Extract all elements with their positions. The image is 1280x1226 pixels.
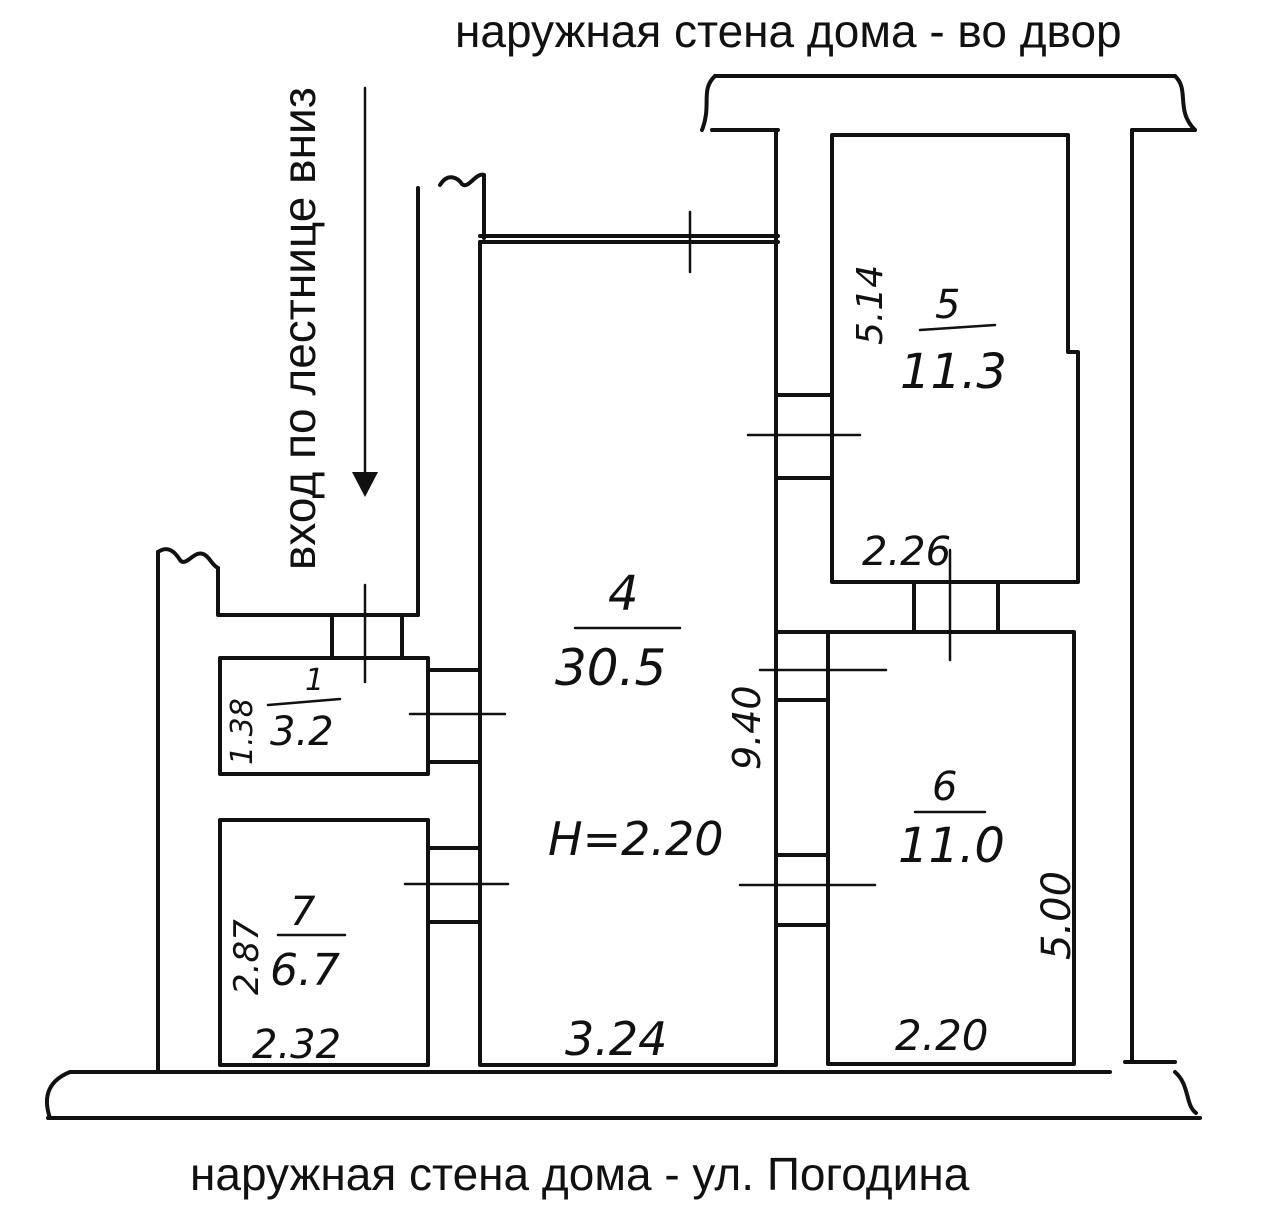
room-4-length: 9.40 xyxy=(725,685,769,770)
room-5-area: 11.3 xyxy=(900,344,1007,400)
room-4-walls xyxy=(478,128,780,1067)
room-7-side: 2.87 xyxy=(227,919,267,995)
room-1-fraction-line xyxy=(266,697,342,707)
room-7-area: 6.7 xyxy=(270,945,340,996)
room-1-side: 1.38 xyxy=(225,698,260,765)
room-7-number: 7 xyxy=(290,889,316,935)
room-5-side: 5.14 xyxy=(850,265,891,345)
room-4-width: 3.24 xyxy=(565,1012,667,1066)
room-1-walls xyxy=(218,583,507,776)
room-7-width: 2.32 xyxy=(252,1022,341,1068)
room-4-height: H=2.20 xyxy=(548,812,724,866)
room-5-walls xyxy=(746,133,1080,662)
room-5-number: 5 xyxy=(935,282,960,328)
top-wall-caption: наружная стена дома - во двор xyxy=(455,5,1122,57)
outer-walls xyxy=(44,74,1202,1120)
room-5-fraction-line xyxy=(918,323,997,332)
bottom-wall-caption: наружная стена дома - ул. Погодина xyxy=(190,1148,970,1200)
entrance-caption: вход по лестнице вниз xyxy=(273,87,325,570)
room-5-width: 2.26 xyxy=(862,529,951,575)
room-4-number: 4 xyxy=(608,566,639,622)
room-6-side: 5.00 xyxy=(1034,871,1080,960)
room-7-walls xyxy=(218,818,510,1067)
room-6-width: 2.20 xyxy=(895,1011,989,1060)
room-6-number: 6 xyxy=(932,764,957,810)
room-6-walls xyxy=(738,630,1076,1066)
room-1-area: 3.2 xyxy=(270,709,334,755)
room-4-area: 30.5 xyxy=(555,639,666,697)
room-1-number: 1 xyxy=(305,663,324,698)
entrance-arrow-icon xyxy=(352,86,378,497)
room-6-area: 11.0 xyxy=(898,818,1005,874)
